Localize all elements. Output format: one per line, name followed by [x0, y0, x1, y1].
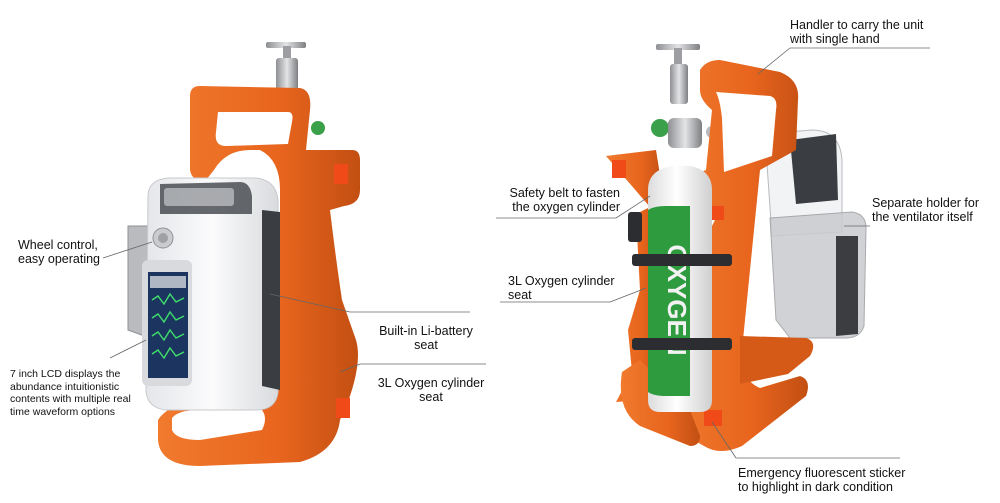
callout-cylinder-seat-right: 3L Oxygen cylinder seat: [508, 274, 615, 302]
safety-belt-upper: [632, 254, 732, 266]
right-unit: OXYGEN: [606, 44, 867, 451]
right-ventilator-holder: [715, 129, 867, 339]
fluorescent-sticker-icon: [334, 164, 348, 184]
callout-separate-holder: Separate holder for the ventilator itsel…: [872, 196, 980, 224]
fluorescent-sticker-icon: [336, 398, 350, 418]
callout-lcd: 7 inch LCD displays the abundance intuit…: [10, 368, 131, 418]
callout-cylinder-seat-left: 3L Oxygen cylinder seat: [377, 376, 485, 404]
callout-battery-seat: Built-in Li-battery seat: [379, 324, 473, 352]
callout-emergency-sticker: Emergency fluorescent sticker to highlig…: [738, 466, 906, 494]
left-unit: [127, 42, 360, 466]
lcd-screen: [142, 260, 192, 386]
callout-handler: Handler to carry the unit with single ha…: [790, 18, 924, 46]
left-ventilator-body: [142, 177, 280, 411]
fluorescent-sticker-icon: [612, 160, 626, 178]
callout-safety-belt: Safety belt to fasten the oxygen cylinde…: [509, 186, 621, 214]
leader-lines: [102, 47, 930, 459]
fluorescent-sticker-icon: [704, 410, 722, 426]
left-orange-frame: [158, 86, 360, 466]
callout-wheel-control: Wheel control, easy operating: [18, 238, 101, 266]
oxygen-cylinder: OXYGEN: [628, 166, 732, 412]
safety-belt-lower: [632, 338, 732, 350]
